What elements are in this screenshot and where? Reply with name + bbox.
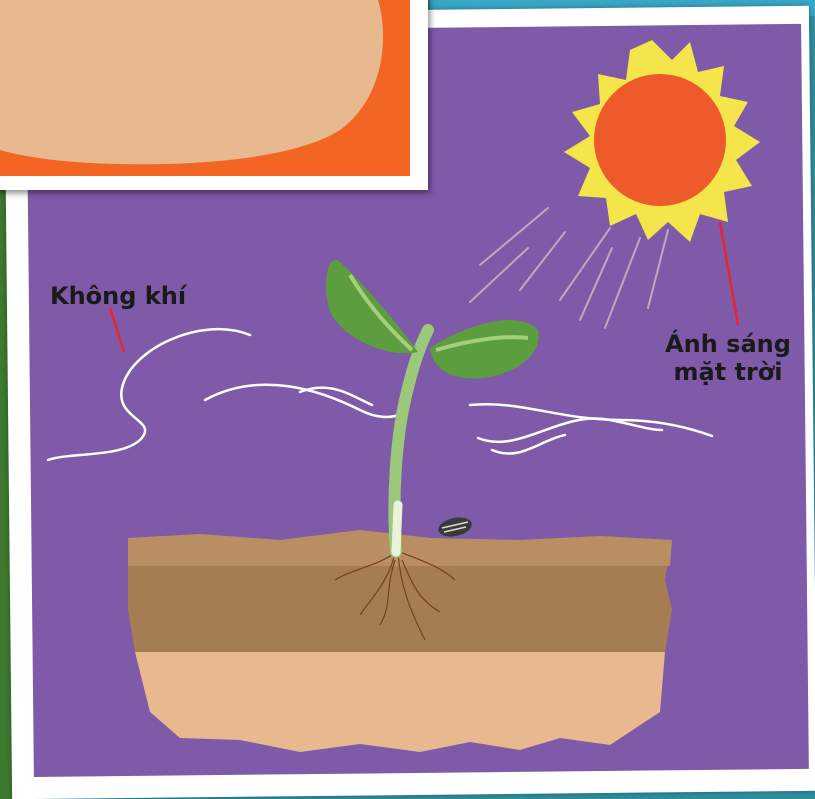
sun [564,40,760,242]
sun-core [594,74,726,206]
soil-bottom-layer [135,652,665,752]
stem-base [396,505,398,552]
right-leaf [430,320,539,378]
inset-picture [0,0,428,190]
sun-pointer-line [720,222,738,325]
soil-block [128,530,672,752]
sunlight-label-line1: Ánh sáng [648,330,808,358]
sun-rays-lines [470,208,668,328]
air-label: Không khí [50,282,186,310]
seed-shell [437,515,474,540]
sunlight-label-line2: mặt trời [648,358,808,386]
inset-illustration [0,0,428,190]
sunlight-label: Ánh sáng mặt trời [648,330,808,386]
air-pointer-line [110,308,124,352]
